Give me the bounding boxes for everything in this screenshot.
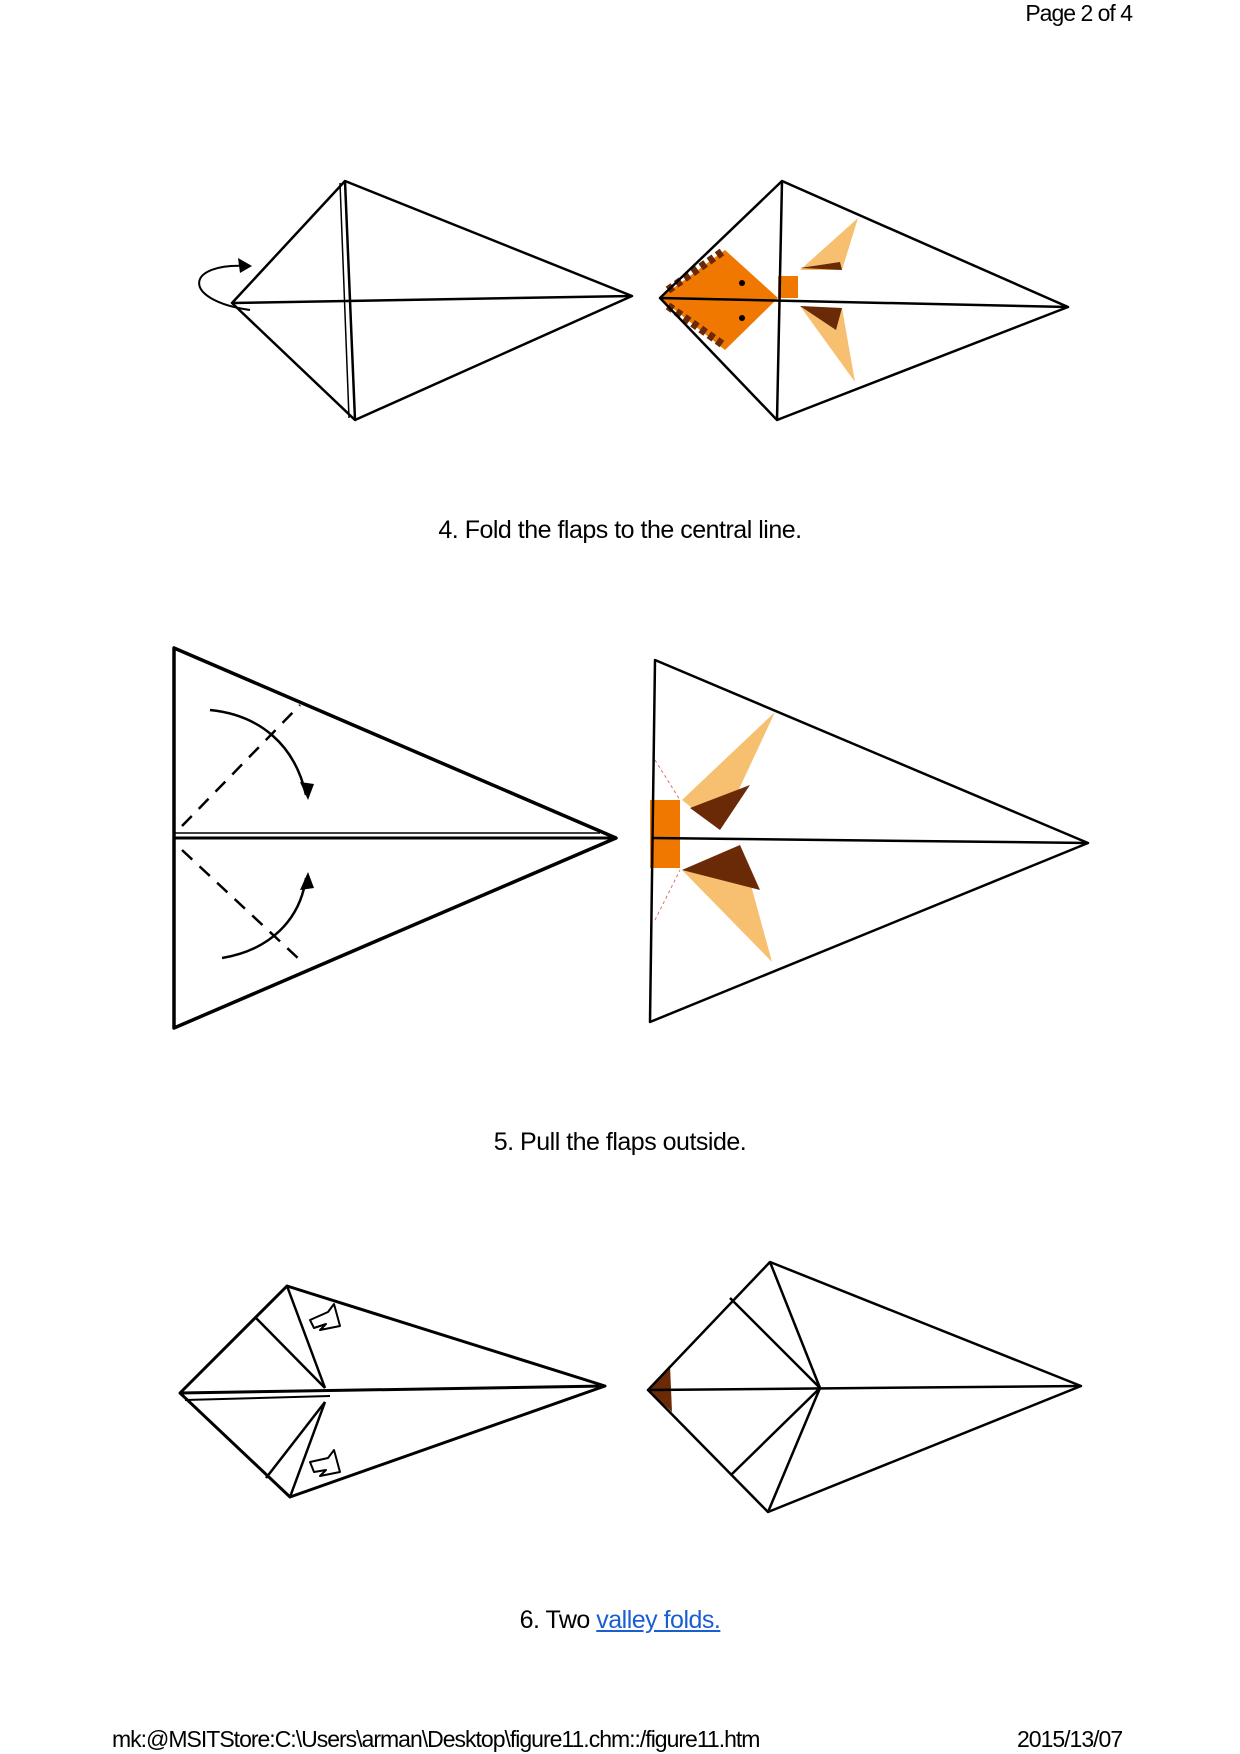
step6-caption: 6. Two valley folds.: [0, 1606, 1240, 1635]
step4-caption: 4. Fold the flaps to the central line.: [438, 516, 802, 544]
footer-path: mk:@MSITStore:C:\Users\arman\Desktop\fig…: [112, 1726, 760, 1752]
step4-diagram-result: [658, 179, 1070, 422]
step6-caption-text: 6. Two: [519, 1606, 597, 1634]
step5-diagram-result: [648, 658, 1090, 1024]
footer-date: 2015/13/07: [1017, 1726, 1123, 1752]
curved-arrow-icon: [198, 264, 251, 311]
step5-diagram-fold: [172, 646, 618, 1030]
push-arrow-icon: [309, 1303, 341, 1331]
step6-diagram-result: [646, 1260, 1083, 1514]
valley-folds-link[interactable]: valley folds.: [596, 1606, 721, 1634]
step4-diagram-fold: [198, 179, 634, 422]
page-number: Page 2 of 4: [1025, 0, 1133, 26]
step6-diagram-fold: [178, 1284, 607, 1499]
step5-caption: 5. Pull the flaps outside.: [493, 1128, 747, 1156]
push-arrow-icon: [309, 1449, 341, 1477]
